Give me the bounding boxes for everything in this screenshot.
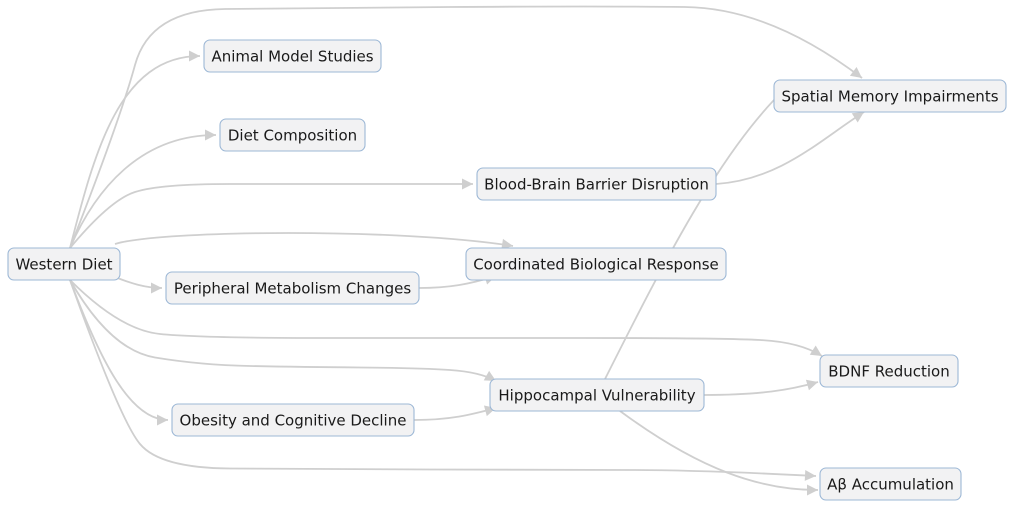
- arrowhead-icon: [851, 112, 864, 123]
- edge-obesity-and-cognitive-decline-to-hippocampal-vulnerability: [413, 405, 497, 421]
- edge-line: [69, 279, 817, 477]
- edge-blood-brain-barrier-disruption-to-spatial-memory-impairments: [715, 111, 865, 185]
- arrowhead-icon: [804, 469, 816, 481]
- arrowhead-icon: [501, 238, 513, 250]
- edge-western-diet-to-spatial-memory-impairments: [69, 5, 863, 249]
- edge-line: [69, 5, 863, 249]
- edge-line: [69, 55, 201, 249]
- node-box: [819, 467, 962, 501]
- node-box: [219, 118, 366, 152]
- node-spatial-memory-impairments: Spatial Memory Impairments: [773, 79, 1007, 113]
- node-bdnf-reduction: BDNF Reduction: [819, 354, 959, 388]
- node-label: Blood-Brain Barrier Disruption: [484, 176, 709, 194]
- node-box: [465, 247, 727, 281]
- edge-western-diet-to-coordinated-biological-response: [114, 232, 514, 250]
- node-peripheral-metabolism-changes: Peripheral Metabolism Changes: [165, 271, 420, 305]
- node-box: [489, 378, 705, 412]
- edge-western-diet-to-animal-model-studies: [69, 50, 201, 249]
- node-label: BDNF Reduction: [828, 363, 949, 381]
- node-coordinated-biological-response: Coordinated Biological Response: [465, 247, 727, 281]
- node-blood-brain-barrier-disruption: Blood-Brain Barrier Disruption: [476, 167, 717, 201]
- arrowhead-icon: [849, 66, 862, 78]
- arrowhead-icon: [807, 484, 818, 496]
- node-box: [7, 247, 121, 281]
- edge-western-diet-to-bdnf-reduction: [69, 279, 823, 357]
- node-box: [171, 403, 415, 437]
- edge-hippocampal-vulnerability-to-bdnf-reduction: [703, 379, 819, 396]
- node-animal-model-studies: Animal Model Studies: [203, 39, 382, 73]
- node-label: Hippocampal Vulnerability: [498, 387, 695, 405]
- edge-line: [69, 134, 217, 249]
- arrowhead-icon: [157, 414, 168, 426]
- node-label: Coordinated Biological Response: [473, 256, 719, 274]
- edge-western-diet-to-abeta-accumulation: [69, 279, 817, 481]
- node-label: Peripheral Metabolism Changes: [174, 280, 412, 298]
- node-abeta-accumulation: Aβ Accumulation: [819, 467, 962, 501]
- node-box: [476, 167, 717, 201]
- arrowhead-icon: [462, 178, 473, 190]
- arrowhead-icon: [805, 379, 818, 391]
- node-box: [773, 79, 1007, 113]
- node-label: Western Diet: [15, 256, 112, 274]
- edge-line: [69, 183, 473, 249]
- edge-line: [703, 381, 819, 396]
- edge-western-diet-to-blood-brain-barrier-disruption: [69, 178, 473, 249]
- arrowhead-icon: [483, 370, 496, 381]
- edge-line: [715, 111, 865, 185]
- edge-line: [604, 87, 787, 380]
- edge-line: [69, 279, 823, 357]
- node-label: Aβ Accumulation: [827, 476, 954, 494]
- node-western-diet: Western Diet: [7, 247, 121, 281]
- node-box: [165, 271, 420, 305]
- edge-western-diet-to-hippocampal-vulnerability: [69, 279, 497, 382]
- node-label: Diet Composition: [228, 127, 357, 145]
- node-box: [203, 39, 382, 73]
- arrowhead-icon: [151, 282, 162, 294]
- edge-line: [413, 407, 497, 421]
- node-box: [819, 354, 959, 388]
- edge-line: [69, 279, 497, 382]
- edge-western-diet-to-diet-composition: [69, 129, 217, 249]
- edge-western-diet-to-peripheral-metabolism-changes: [114, 276, 163, 294]
- edge-line: [619, 410, 819, 491]
- edge-line: [69, 279, 169, 421]
- edge-hippocampal-vulnerability-to-spatial-memory-impairments: [604, 87, 787, 380]
- arrowhead-icon: [205, 129, 216, 141]
- node-diet-composition: Diet Composition: [219, 118, 366, 152]
- node-label: Animal Model Studies: [211, 48, 373, 66]
- node-label: Spatial Memory Impairments: [781, 88, 998, 106]
- arrowhead-icon: [189, 50, 200, 62]
- node-obesity-and-cognitive-decline: Obesity and Cognitive Decline: [171, 403, 415, 437]
- node-label: Obesity and Cognitive Decline: [180, 412, 407, 430]
- arrowhead-icon: [809, 345, 822, 356]
- edge-line: [114, 232, 514, 247]
- node-hippocampal-vulnerability: Hippocampal Vulnerability: [489, 378, 705, 412]
- edge-hippocampal-vulnerability-to-abeta-accumulation: [619, 410, 819, 496]
